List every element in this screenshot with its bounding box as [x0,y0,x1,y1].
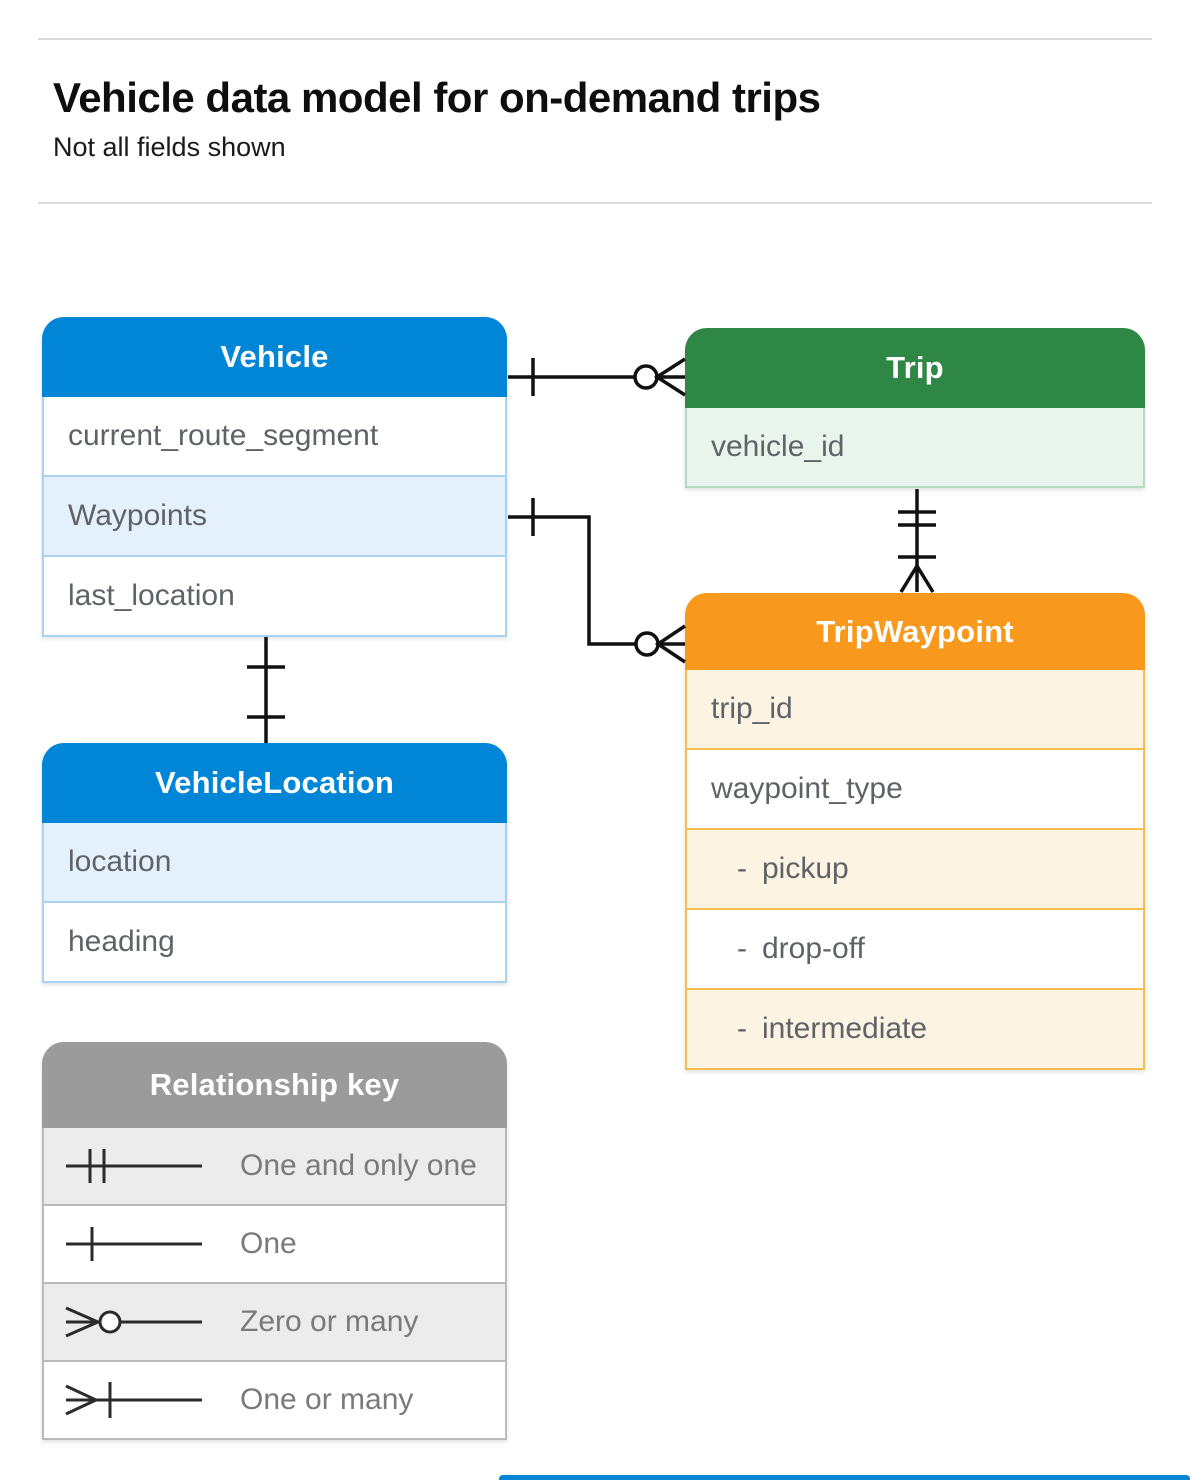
legend-label: One or many [240,1383,414,1416]
entity-trip: Trip vehicle_id [685,328,1145,488]
legend-label: One and only one [240,1149,477,1182]
one-or-many-icon [65,1382,202,1418]
relationship-key-rows: One and only one One Zero or many One or… [42,1128,507,1440]
legend-row: One [44,1204,505,1282]
field-row: current_route_segment [44,397,505,475]
legend-row: One and only one [44,1128,505,1204]
cropped-table-top [499,1475,1190,1480]
legend-row: Zero or many [44,1282,505,1360]
entity-vehiclelocation-rows: location heading [42,823,507,983]
legend-row: One or many [44,1360,505,1438]
relationship-waypoints-tripwaypoint [508,498,686,664]
entity-title: Trip [886,350,944,385]
entity-tripwaypoint: TripWaypoint trip_id waypoint_type - pic… [685,593,1145,1070]
legend-title: Relationship key [149,1067,400,1102]
legend-label: One [240,1227,297,1260]
relationship-vehicle-vehiclelocation [247,637,285,743]
field-row: trip_id [687,670,1143,748]
entity-trip-header: Trip [685,328,1145,408]
field-row: last_location [44,555,505,635]
enum-row: - pickup [687,828,1143,908]
entity-vehiclelocation: VehicleLocation location heading [42,743,507,983]
entity-title: TripWaypoint [816,613,1014,649]
enum-row: - drop-off [687,908,1143,988]
field-row: heading [44,901,505,981]
one-and-only-one-icon [66,1149,202,1183]
page-title: Vehicle data model for on-demand trips [53,74,821,121]
field-row: location [44,823,505,901]
enum-row: - intermediate [687,988,1143,1068]
relationship-vehicle-trip [508,357,686,397]
entity-title: VehicleLocation [154,765,394,800]
field-row: vehicle_id [687,408,1143,486]
legend-label: Zero or many [240,1305,419,1338]
entity-tripwaypoint-rows: trip_id waypoint_type - pickup - drop-of… [685,670,1145,1070]
one-icon [66,1227,202,1261]
page-subtitle: Not all fields shown [53,132,286,162]
field-row: Waypoints [44,475,505,555]
entity-title: Vehicle [220,339,329,374]
entity-vehicle-rows: current_route_segment Waypoints last_loc… [42,397,507,637]
zero-or-many-icon [65,1306,202,1338]
entity-trip-rows: vehicle_id [685,408,1145,488]
divider-bottom [38,202,1152,204]
relationship-trip-tripwaypoint [898,489,936,593]
entity-vehiclelocation-header: VehicleLocation [42,743,507,823]
entity-vehicle: Vehicle current_route_segment Waypoints … [42,317,507,637]
entity-vehicle-header: Vehicle [42,317,507,397]
entity-tripwaypoint-header: TripWaypoint [685,593,1145,670]
relationship-key-header: Relationship key [42,1042,507,1128]
divider-top [38,38,1152,40]
relationship-key: Relationship key One and only one One Ze… [42,1042,507,1440]
field-row: waypoint_type [687,748,1143,828]
